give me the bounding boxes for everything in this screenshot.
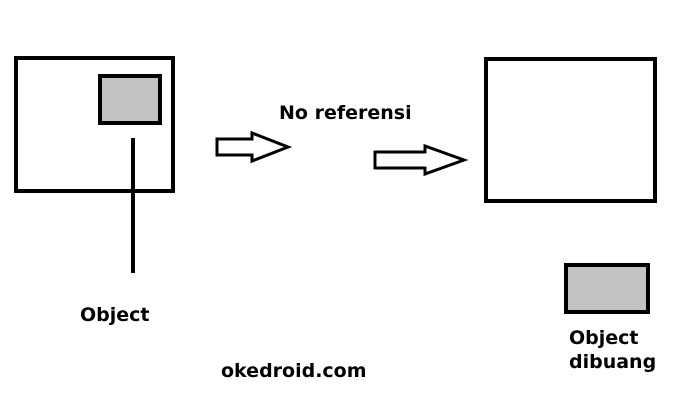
object-box-discarded bbox=[564, 263, 650, 314]
object-discarded-label: Object dibuang bbox=[569, 326, 679, 374]
object-box-referenced bbox=[98, 74, 162, 125]
watermark-label: okedroid.com bbox=[221, 360, 367, 382]
container-box-right bbox=[484, 57, 657, 203]
arrow-right-icon-2 bbox=[373, 143, 469, 177]
object-label: Object bbox=[80, 304, 150, 326]
no-reference-label: No referensi bbox=[279, 102, 412, 124]
object-discarded-line1: Object bbox=[569, 327, 639, 349]
object-discarded-line2: dibuang bbox=[569, 351, 657, 373]
arrow-right-icon-1 bbox=[215, 130, 293, 164]
